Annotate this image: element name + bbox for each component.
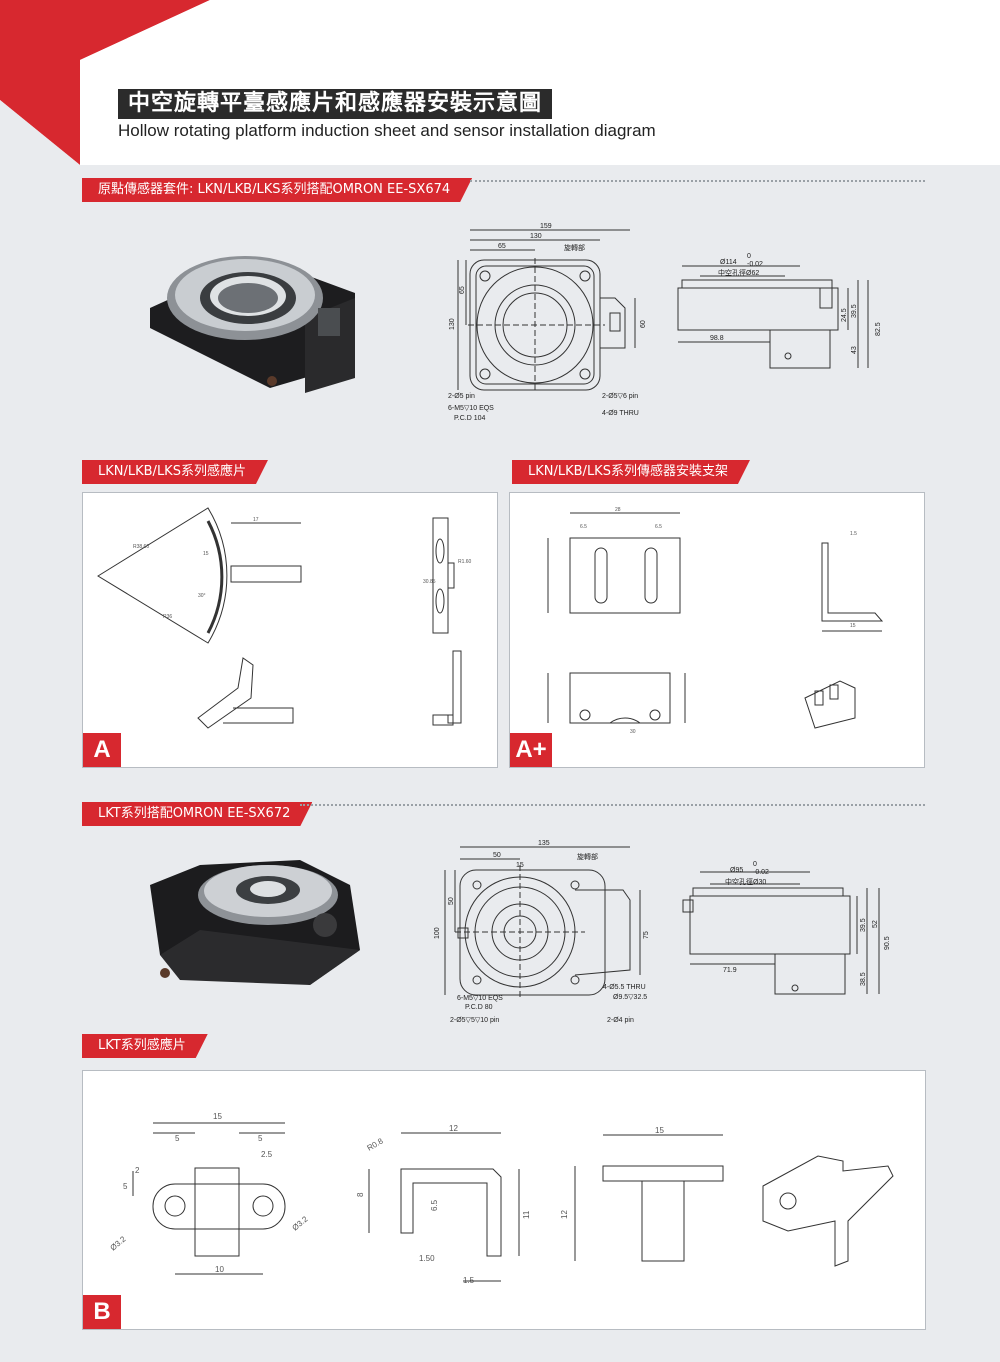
product-photo-lkt	[150, 860, 360, 985]
svg-text:30.85: 30.85	[423, 579, 436, 585]
dia-95: Ø95	[730, 867, 743, 874]
dim-39-5-lkt: 39.5	[860, 918, 867, 932]
section-label-induction-sheet: LKN/LKB/LKS系列感應片	[82, 460, 268, 484]
note-counterbore: Ø9.5▽32.5	[613, 994, 647, 1001]
tol-top-lkt: 0	[753, 861, 757, 868]
note-pin-lkt: 2-Ø5▽5▽10 pin	[450, 1017, 499, 1024]
panel-b: 15 5 5 10 2 5 2.5 Ø3.2 Ø3.2 12 R0.8 8 6.…	[82, 1070, 926, 1330]
badge-b: B	[83, 1295, 121, 1329]
note-pin4: 2-Ø4 pin	[607, 1017, 634, 1024]
drawing-lkt-top-view: 135 50 15 旋轉部 100 50 75 6-M5▽10 EQS P.C.…	[434, 840, 650, 1024]
dim-50: 50	[493, 852, 501, 859]
svg-text:30: 30	[630, 729, 636, 735]
drawing-lkt-induction-sheet: 15 5 5 10 2 5 2.5 Ø3.2 Ø3.2 12 R0.8 8 6.…	[109, 1112, 894, 1285]
panel-a: 17 R38.60 R36 15 30° R1.60 30.85 A	[82, 492, 498, 768]
note-thru: 4-Ø9 THRU	[602, 410, 639, 417]
dim-b-r08: R0.8	[366, 1136, 386, 1153]
dim-b-1-5: 1.5	[463, 1276, 475, 1285]
dim-b-dia-b: Ø3.2	[291, 1214, 310, 1232]
section-label-sensor-bracket: LKN/LKB/LKS系列傳感器安裝支架	[512, 460, 750, 484]
dim-90-5: 90.5	[884, 936, 891, 950]
svg-text:15: 15	[203, 551, 209, 557]
section-label-lkt-induction: LKT系列感應片	[82, 1034, 208, 1058]
note-pin: 2-Ø5 pin	[448, 393, 475, 400]
badge-a-plus: A+	[510, 733, 552, 767]
dim-43: 43	[851, 346, 858, 354]
dim-38-5: 38.5	[860, 972, 867, 986]
dim-24-5: 24.5	[841, 308, 848, 322]
divider-dots	[470, 180, 925, 182]
badge-a: A	[83, 733, 121, 767]
dim-39-5: 39.5	[851, 304, 858, 318]
label-rotating-part-lkt: 旋轉部	[577, 852, 598, 861]
svg-text:R1.60: R1.60	[458, 559, 472, 565]
dim-b-12: 12	[449, 1124, 458, 1133]
dim-b-6-5: 6.5	[430, 1199, 439, 1211]
drawing-lkn-side-view: Ø114 0 -0.02 中空孔徑Ø62 98.8 24.5 39.5 82.5…	[677, 253, 882, 369]
svg-text:15: 15	[850, 623, 856, 629]
dim-50-vertical: 50	[448, 897, 455, 905]
note-m5-lkt: 6-M5▽10 EQS	[457, 995, 503, 1002]
dim-130: 130	[530, 233, 542, 240]
dim-82-5: 82.5	[875, 322, 882, 336]
dim-98-8: 98.8	[710, 335, 724, 342]
dim-75: 75	[643, 931, 650, 939]
svg-text:R36: R36	[163, 614, 172, 620]
note-pcd: P.C.D 104	[454, 415, 485, 422]
drawing-lkn-top-view: 159 130 65 旋轉部 65 130 60 2-Ø5 pin 6-M5▽1…	[448, 223, 647, 422]
dim-b-2: 2	[135, 1166, 140, 1175]
dim-52: 52	[872, 920, 879, 928]
dim-100: 100	[434, 927, 441, 939]
dim-65: 65	[498, 243, 506, 250]
dim-b-15: 15	[213, 1112, 222, 1121]
tol-bottom-lkt: -0.02	[753, 869, 769, 876]
page-title-cn: 中空旋轉平臺感應片和感應器安裝示意圖	[118, 89, 553, 119]
dim-b-5a: 5	[175, 1134, 180, 1143]
panel-a-plus: 28 6.5 6.5 1.5 15 30 A+	[509, 492, 925, 768]
dim-71-9: 71.9	[723, 967, 737, 974]
tol-top: 0	[747, 253, 751, 260]
section-label-sensor-kit: 原點傳感器套件: LKN/LKB/LKS系列搭配OMRON EE-SX674	[82, 178, 472, 202]
svg-text:1.5: 1.5	[850, 531, 857, 537]
drawing-induction-sheet-a: 17 R38.60 R36 15 30° R1.60 30.85	[97, 507, 472, 729]
dim-135: 135	[538, 840, 550, 847]
svg-text:17: 17	[253, 517, 259, 523]
dim-b-10: 10	[215, 1265, 224, 1274]
svg-text:6.5: 6.5	[580, 524, 587, 530]
svg-text:30°: 30°	[198, 593, 206, 599]
hollow-bore-lkt: 中空孔徑Ø30	[725, 877, 766, 886]
section-label-lkt-sensor: LKT系列搭配OMRON EE-SX672	[82, 802, 312, 826]
svg-text:R38.60: R38.60	[133, 544, 149, 550]
dim-159: 159	[540, 223, 552, 230]
drawing-lkt-side-view: Ø95 0 -0.02 中空孔徑Ø30 71.9 39.5 52 90.5 38…	[682, 861, 891, 995]
drawing-sensor-bracket: 28 6.5 6.5 1.5 15 30	[547, 507, 884, 735]
dim-b-12v: 12	[560, 1210, 569, 1219]
dia-114: Ø114	[720, 259, 737, 266]
dim-b-11: 11	[522, 1210, 531, 1219]
note-m5: 6-M5▽10 EQS	[448, 405, 494, 412]
hollow-bore: 中空孔徑Ø62	[718, 268, 759, 277]
dim-b-dia-a: Ø3.2	[109, 1234, 128, 1252]
note-pin6: 2-Ø5▽6 pin	[602, 393, 638, 400]
dim-b-1-50: 1.50	[419, 1254, 435, 1263]
svg-text:28: 28	[615, 507, 621, 513]
dim-130-vertical: 130	[449, 318, 456, 330]
dim-65-vertical: 65	[459, 286, 466, 294]
svg-text:6.5: 6.5	[655, 524, 662, 530]
note-thru-lkt: 4-Ø5.5 THRU	[603, 984, 646, 991]
note-pcd-lkt: P.C.D 80	[465, 1004, 493, 1011]
dim-b-15c: 15	[655, 1126, 664, 1135]
corner-decoration	[0, 0, 230, 165]
tol-bottom: -0.02	[747, 261, 763, 268]
dim-60: 60	[640, 320, 647, 328]
dim-b-5b: 5	[258, 1134, 263, 1143]
page-title-en: Hollow rotating platform induction sheet…	[118, 121, 656, 140]
dim-b-8: 8	[356, 1192, 365, 1197]
product-photo-lkn	[150, 256, 355, 393]
divider-dots-2	[300, 804, 925, 806]
label-rotating-part: 旋轉部	[564, 243, 585, 252]
dim-b-2-5: 2.5	[261, 1150, 273, 1159]
dim-b-5v: 5	[123, 1182, 128, 1191]
dim-15: 15	[516, 862, 524, 869]
